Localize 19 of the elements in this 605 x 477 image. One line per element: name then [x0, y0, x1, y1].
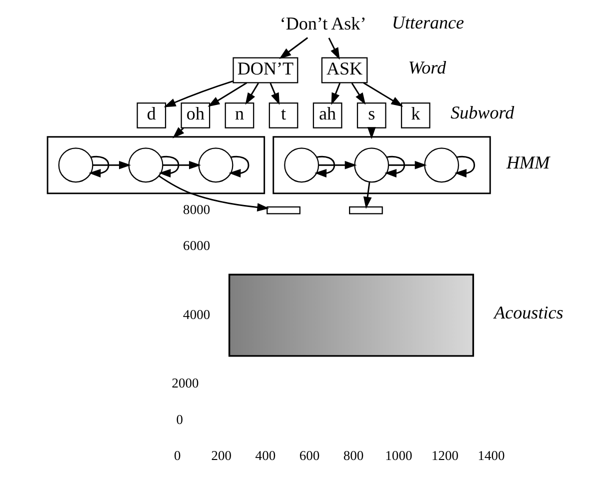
- label: 1200: [430, 448, 458, 463]
- label: Word: [408, 57, 446, 78]
- label: 4000: [182, 306, 210, 322]
- label: 2000: [171, 376, 198, 391]
- label: 1400: [477, 448, 504, 463]
- label: Acoustics: [494, 302, 563, 322]
- label: 0: [176, 412, 183, 427]
- label: Subword: [450, 102, 514, 123]
- label: 0: [174, 448, 180, 463]
- node-text: ‘Don’t Ask’: [279, 13, 366, 34]
- label: 400: [254, 448, 276, 463]
- label: 6000: [182, 238, 210, 253]
- label: HMM: [506, 152, 550, 172]
- label: 600: [298, 448, 320, 463]
- label: 1000: [384, 448, 412, 463]
- label: Utterance: [391, 12, 464, 32]
- label: 800: [342, 448, 364, 463]
- label: 8000: [182, 202, 210, 217]
- label: 200: [210, 448, 232, 463]
